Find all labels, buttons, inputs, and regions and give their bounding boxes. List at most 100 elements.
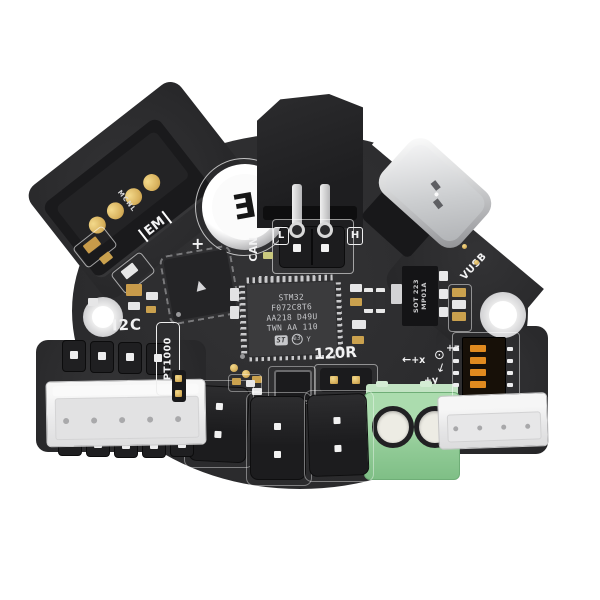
smd-component xyxy=(352,320,366,329)
connector-slot xyxy=(263,206,357,220)
regulator-marking: SOT 223 MP01A xyxy=(412,278,428,314)
regulator-line1: SOT 223 xyxy=(412,279,420,313)
fan-connector-2 xyxy=(250,396,306,480)
smd-component xyxy=(88,298,98,306)
smd-component xyxy=(126,284,142,296)
silk-bracket-can xyxy=(272,219,354,274)
pin-collar-right xyxy=(317,222,333,238)
can-high-text: H xyxy=(350,230,360,241)
driver-logo: ▲ xyxy=(193,276,207,294)
can-low-label: L xyxy=(273,227,289,245)
jumper-pin xyxy=(330,376,338,384)
silk-bracket xyxy=(304,390,374,482)
dip-pad xyxy=(453,371,459,375)
regulator-lead xyxy=(439,271,448,281)
socket-hole xyxy=(321,244,329,252)
can-high-label: H xyxy=(347,227,363,245)
smd-component xyxy=(452,312,466,321)
jst-connector-right xyxy=(437,392,549,450)
smd-component xyxy=(252,376,262,383)
voltage-regulator-sot223: SOT 223 MP01A xyxy=(402,266,438,326)
smd-component xyxy=(452,300,466,309)
mcu-pin1-dot xyxy=(240,354,245,359)
mounting-hole-right-bore xyxy=(489,301,517,329)
dip-pad xyxy=(507,347,513,351)
smd-component xyxy=(352,336,364,344)
i2c-label: I2C xyxy=(111,315,143,335)
test-point xyxy=(462,244,467,249)
can-label-wrap: CAN xyxy=(246,228,262,270)
connector-hole xyxy=(274,451,281,458)
smd-component xyxy=(350,284,362,292)
terminal-tab xyxy=(376,381,388,387)
test-point xyxy=(474,260,479,265)
regulator-tab xyxy=(391,284,402,304)
connector-hole xyxy=(214,430,222,439)
dip-pad xyxy=(507,383,513,387)
driver-pin1-dot xyxy=(176,312,181,317)
jumper-pin xyxy=(352,376,360,384)
test-pad xyxy=(242,370,250,378)
pin-header-socket xyxy=(146,343,170,375)
regulator-lead xyxy=(439,307,448,317)
axis-x-arrow-glyph: ← xyxy=(402,353,412,366)
power-plug-connector xyxy=(257,94,363,228)
dip-slider xyxy=(470,369,486,376)
dip-pad xyxy=(453,347,459,351)
pt1000-jumper xyxy=(172,370,186,402)
jumper-pin xyxy=(175,375,182,382)
dip-pad xyxy=(453,359,459,363)
pin-header-socket xyxy=(118,342,142,374)
dip-slider xyxy=(470,357,486,364)
dip-pad xyxy=(507,359,513,363)
pin-header-socket xyxy=(90,341,114,373)
connector-hole xyxy=(274,423,281,430)
smd-component xyxy=(128,302,140,310)
dip-slider xyxy=(470,345,486,352)
axis-x-arrow: ←+x xyxy=(402,354,425,366)
connector-pin xyxy=(63,417,70,425)
smd-component xyxy=(230,306,239,319)
smd-component xyxy=(252,388,262,395)
silk-bracket xyxy=(448,284,472,332)
pin-header-socket xyxy=(62,340,86,372)
mcu-marking-line4: TWN AA 110 xyxy=(266,322,319,333)
led-indicator xyxy=(263,252,273,259)
connector-hole xyxy=(215,402,224,411)
smd-resistor xyxy=(364,288,373,313)
termination-120r-label: 120R xyxy=(313,342,358,364)
st-logo: ST xyxy=(274,334,288,346)
can-label: CAN xyxy=(247,236,260,262)
silk-bracket xyxy=(228,374,262,392)
connector-pin xyxy=(147,416,154,423)
connector-pin xyxy=(91,417,98,424)
termination-jumper-header xyxy=(320,368,372,392)
terminal-screw-left xyxy=(372,406,414,448)
cert-mark: e3 xyxy=(291,333,303,345)
connector-hole xyxy=(334,444,342,453)
connector-pin xyxy=(175,416,182,423)
connector-pin xyxy=(119,417,126,424)
rev-mark: Y xyxy=(306,334,312,343)
dip-pad xyxy=(453,383,459,387)
regulator-lead xyxy=(439,289,448,299)
smd-component xyxy=(350,298,362,306)
dip-pad xyxy=(507,371,513,375)
smd-component xyxy=(146,292,158,300)
connector-hole xyxy=(333,416,341,425)
axis-z-label: +z xyxy=(446,344,460,354)
jumper-pin xyxy=(175,390,182,397)
socket-hole xyxy=(293,244,301,252)
pt1000-label-box: PT1000 xyxy=(156,322,180,396)
can-pin-left xyxy=(292,184,302,230)
stepper-driver-chip: ▲ xyxy=(158,244,242,326)
axis-z-symbol: ⊙ xyxy=(434,348,445,363)
dip-slider xyxy=(470,381,486,388)
capacitor-polarity-label: + xyxy=(191,234,205,253)
capacitor-vent-mark: E xyxy=(230,185,260,229)
regulator-line2: MP01A xyxy=(420,282,428,310)
can-pin-right xyxy=(320,184,330,230)
probe-connector xyxy=(306,392,370,478)
mounting-hole-left-bore xyxy=(92,306,114,328)
